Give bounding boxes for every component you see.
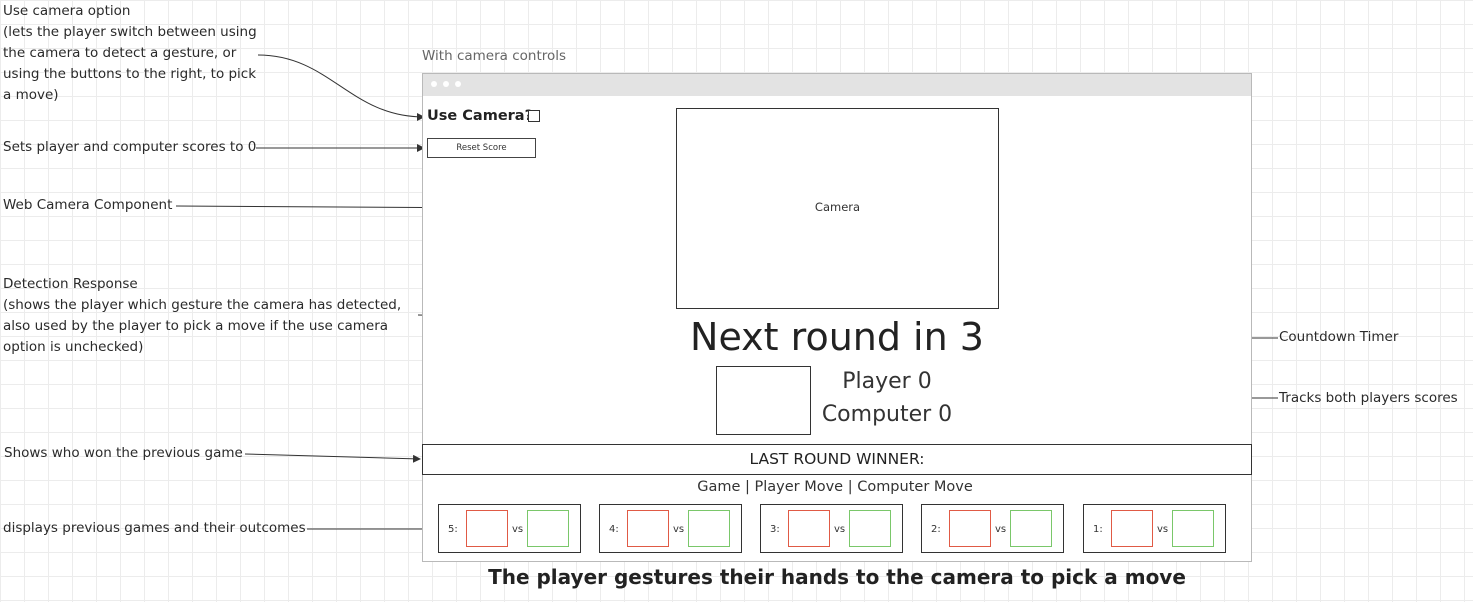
history-player-move (949, 510, 991, 547)
annotation-scores: Tracks both players scores (1279, 390, 1458, 406)
use-camera-checkbox[interactable] (528, 110, 540, 122)
annotation-detection: Detection Response (shows the player whi… (3, 274, 401, 358)
history-player-move (627, 510, 669, 547)
history-computer-move (527, 510, 569, 547)
history-game-number: 3: (770, 524, 780, 535)
camera-view (676, 108, 999, 309)
history-player-move (1111, 510, 1153, 547)
countdown-timer: Next round in 3 (690, 315, 984, 359)
connector-previous-winner (244, 453, 421, 463)
annotation-line: a move) (3, 87, 59, 103)
history-vs-label: vs (673, 524, 685, 535)
history-computer-move (1010, 510, 1052, 547)
history-player-move (788, 510, 830, 547)
annotation-line: (shows the player which gesture the came… (3, 297, 402, 313)
history-header: Game | Player Move | Computer Move (697, 479, 973, 495)
history-computer-move (1172, 510, 1214, 547)
history-vs-label: vs (995, 524, 1007, 535)
window-dot (455, 81, 461, 87)
history-card (760, 504, 903, 553)
history-computer-move (688, 510, 730, 547)
player-score: Player 0 (842, 369, 932, 394)
history-card (921, 504, 1064, 553)
camera-label: Camera (814, 200, 861, 214)
history-vs-label: vs (834, 524, 846, 535)
annotation-use-camera: Use camera option (lets the player switc… (3, 1, 257, 106)
history-vs-label: vs (1157, 524, 1169, 535)
frame-title: With camera controls (422, 48, 567, 64)
annotation-reset-score: Sets player and computer scores to 0 (3, 139, 257, 155)
detection-response-box[interactable] (716, 366, 811, 435)
annotation-history: displays previous games and their outcom… (3, 520, 306, 536)
history-game-number: 4: (609, 524, 619, 535)
reset-score-button[interactable]: Reset Score (427, 138, 536, 158)
annotation-countdown: Countdown Timer (1279, 329, 1399, 345)
annotation-web-camera: Web Camera Component (3, 197, 173, 213)
history-card (599, 504, 742, 553)
annotation-line: Use camera option (3, 3, 131, 19)
annotation-line: also used by the player to pick a move i… (3, 318, 389, 334)
history-game-number: 1: (1093, 524, 1103, 535)
history-card (1083, 504, 1226, 553)
window-dot (431, 81, 437, 87)
window-title-bar (423, 74, 1251, 96)
history-card (438, 504, 581, 553)
window-dot (443, 81, 449, 87)
history-game-number: 2: (931, 524, 941, 535)
annotation-line: option is unchecked) (3, 339, 144, 355)
connector-use-camera (257, 54, 425, 121)
annotation-previous-winner: Shows who won the previous game (4, 445, 243, 461)
use-camera-label: Use Camera? (427, 108, 534, 124)
history-computer-move (849, 510, 891, 547)
computer-score: Computer 0 (821, 402, 953, 427)
annotation-line: using the buttons to the right, to pick (3, 66, 257, 82)
history-vs-label: vs (512, 524, 524, 535)
history-game-number: 5: (448, 524, 458, 535)
diagram-caption: The player gestures their hands to the c… (488, 565, 1186, 589)
annotation-line: Detection Response (3, 276, 138, 292)
annotation-line: (lets the player switch between using (3, 24, 257, 40)
history-player-move (466, 510, 508, 547)
annotation-line: the camera to detect a gesture, or (3, 45, 237, 61)
last-round-winner-bar: LAST ROUND WINNER: (422, 444, 1252, 475)
